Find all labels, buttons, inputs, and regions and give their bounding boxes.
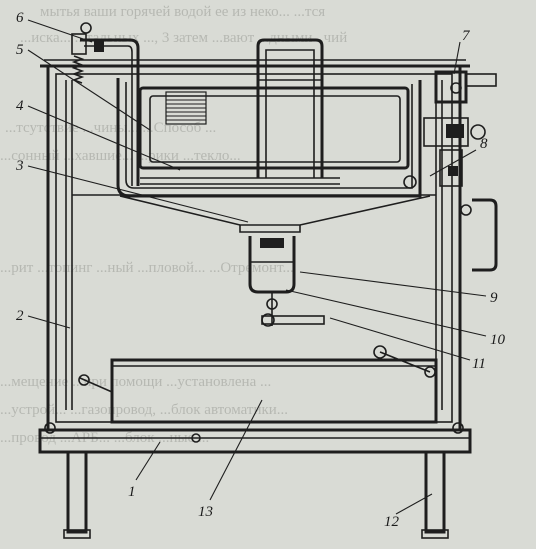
top-handle <box>256 38 324 178</box>
side-handle <box>472 198 498 272</box>
heater-loop-outer <box>138 86 410 170</box>
lower-compartment <box>78 345 438 424</box>
leader-1 <box>135 441 161 481</box>
left-bracket <box>79 377 113 393</box>
bleed-line-1: мытья ваши горячей водой ее из неко... .… <box>40 4 325 20</box>
leader-2 <box>27 315 71 329</box>
base-center-bolt <box>191 433 201 443</box>
fitting-8 <box>403 175 417 189</box>
burner-box <box>110 358 438 424</box>
callout-7: 7 <box>462 28 471 44</box>
bleed-line-7: ...устрой... ...газопровод, ...блок авто… <box>0 402 288 418</box>
callout-11: 11 <box>472 356 486 372</box>
thermostat-housing <box>423 117 469 147</box>
bleed-line-2: ...иска... ...тальных ..., 3 затем ...ва… <box>20 30 347 46</box>
callout-10: 10 <box>490 332 506 348</box>
drain-nut <box>266 298 278 310</box>
bleed-through-layer: мытья ваши горячей водой ее из неко... .… <box>0 4 347 446</box>
bleed-line-3: ...тсутствие ...чины... ...Способ ... <box>5 120 216 136</box>
leader-9 <box>299 271 487 297</box>
base-frame <box>38 422 472 454</box>
leg-left <box>66 450 88 534</box>
callout-2: 2 <box>16 308 24 324</box>
leader-10 <box>285 289 487 337</box>
tank-inner-wall <box>125 82 413 189</box>
callout-4: 4 <box>16 98 24 114</box>
heater-loop-inner <box>149 95 401 163</box>
callout-3: 3 <box>15 158 24 174</box>
valve-block-8 <box>439 149 463 187</box>
leader-8 <box>429 149 477 177</box>
control-screw <box>450 82 462 94</box>
pipe-upper-inner <box>84 45 133 186</box>
legs <box>63 450 449 539</box>
base-rail <box>38 428 472 454</box>
tank-funnel <box>119 195 431 226</box>
callout-13: 13 <box>198 504 213 520</box>
water-tank <box>116 78 431 233</box>
callout-labels: 6 5 4 3 2 1 13 12 11 10 9 8 7 <box>15 10 506 530</box>
callout-5: 5 <box>16 42 24 58</box>
leader-6 <box>27 19 93 43</box>
control-arm <box>465 73 497 87</box>
bleed-line-6: ...мещение ...при помощи ...установлена … <box>0 374 271 390</box>
callout-1: 1 <box>128 484 136 500</box>
right-bracket-bolt <box>373 345 387 359</box>
spring-coil <box>71 55 85 84</box>
valve-knob <box>80 22 92 34</box>
leg-right-foot <box>421 529 449 539</box>
leader-7 <box>453 41 461 75</box>
funnel-neck <box>239 225 301 233</box>
control-box-7 <box>434 70 468 104</box>
bleed-line-4: ...сонный ...хавшие... ...рики ...текло.… <box>0 148 241 164</box>
drain-strainer <box>260 238 284 248</box>
thermostat-core <box>446 124 464 138</box>
leader-5 <box>27 49 151 131</box>
callout-8: 8 <box>480 136 488 152</box>
right-controls <box>403 70 498 272</box>
base-left-bolt <box>44 422 56 434</box>
base-right-bolt <box>452 422 464 434</box>
side-handle-bolt <box>460 204 472 216</box>
pipe-upper <box>80 38 140 186</box>
right-bracket <box>379 351 431 373</box>
callout-9: 9 <box>490 290 498 306</box>
heating-element <box>138 86 410 185</box>
leader-lines <box>27 19 487 515</box>
leg-right <box>424 450 446 534</box>
leader-13 <box>209 399 263 501</box>
tank-wall <box>116 78 422 198</box>
valve-block-core <box>448 166 458 176</box>
valve-body <box>94 40 104 52</box>
pipe-coupling <box>71 33 87 55</box>
heater-hatch-block <box>165 91 207 125</box>
leader-3 <box>27 165 249 223</box>
callout-12: 12 <box>384 514 400 530</box>
right-bracket-bolt-2 <box>424 366 436 378</box>
drain-tap-knob <box>261 313 275 327</box>
thermostat-dial <box>470 124 486 140</box>
handle-inner <box>265 49 315 178</box>
drain-assembly <box>248 236 325 327</box>
bleed-line-5: ...рит ...топинг ...ный ...пловой... ...… <box>0 260 294 276</box>
leg-left-foot <box>63 529 91 539</box>
leader-4 <box>27 105 181 171</box>
callout-6: 6 <box>16 10 24 26</box>
handle-outer <box>256 38 324 178</box>
leader-12 <box>395 493 433 515</box>
steam-pipe <box>71 22 140 186</box>
left-bracket-bolt <box>78 374 90 386</box>
leader-11 <box>329 317 471 361</box>
